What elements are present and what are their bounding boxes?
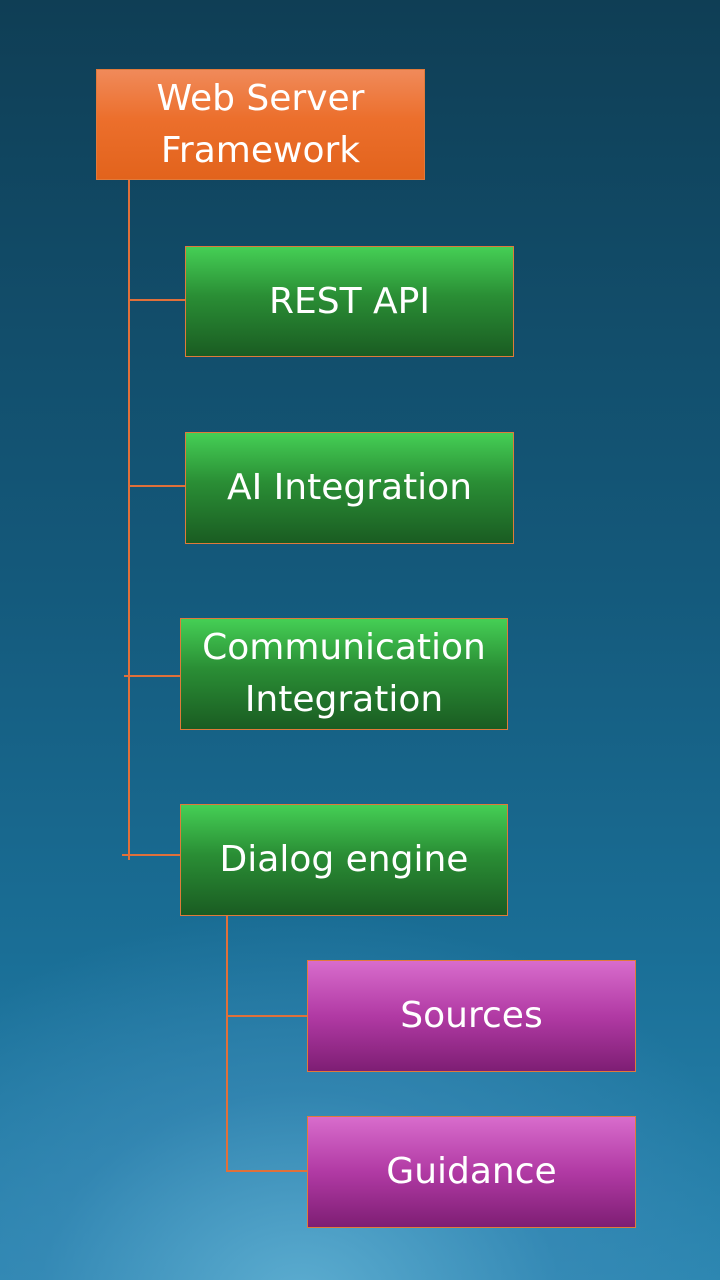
branch-line-sources [226,1015,308,1017]
node-communication-integration: Communication Integration [180,618,508,730]
node-rest-api: REST API [185,246,514,357]
branch-line-dialog-engine [122,854,181,856]
node-guidance: Guidance [307,1116,636,1228]
node-label: Sources [400,995,543,1036]
node-label: AI Integration [226,467,473,508]
node-ai-integration: AI Integration [185,432,514,544]
node-dialog-engine: Dialog engine [180,804,508,916]
branch-line-rest-api [128,299,186,301]
node-label: Dialog engine [219,839,469,880]
dialog-engine-trunk-line [226,915,228,1172]
node-label: Guidance [386,1151,557,1192]
root-trunk-line [128,180,130,860]
node-label: Communication Integration [202,627,486,720]
node-label: Web Server Framework [156,77,365,171]
node-sources: Sources [307,960,636,1072]
node-label: REST API [269,280,430,322]
branch-line-communication-integration [124,675,181,677]
branch-line-guidance [226,1170,308,1172]
branch-line-ai-integration [128,485,186,487]
node-web-server-framework: Web Server Framework [96,69,425,180]
